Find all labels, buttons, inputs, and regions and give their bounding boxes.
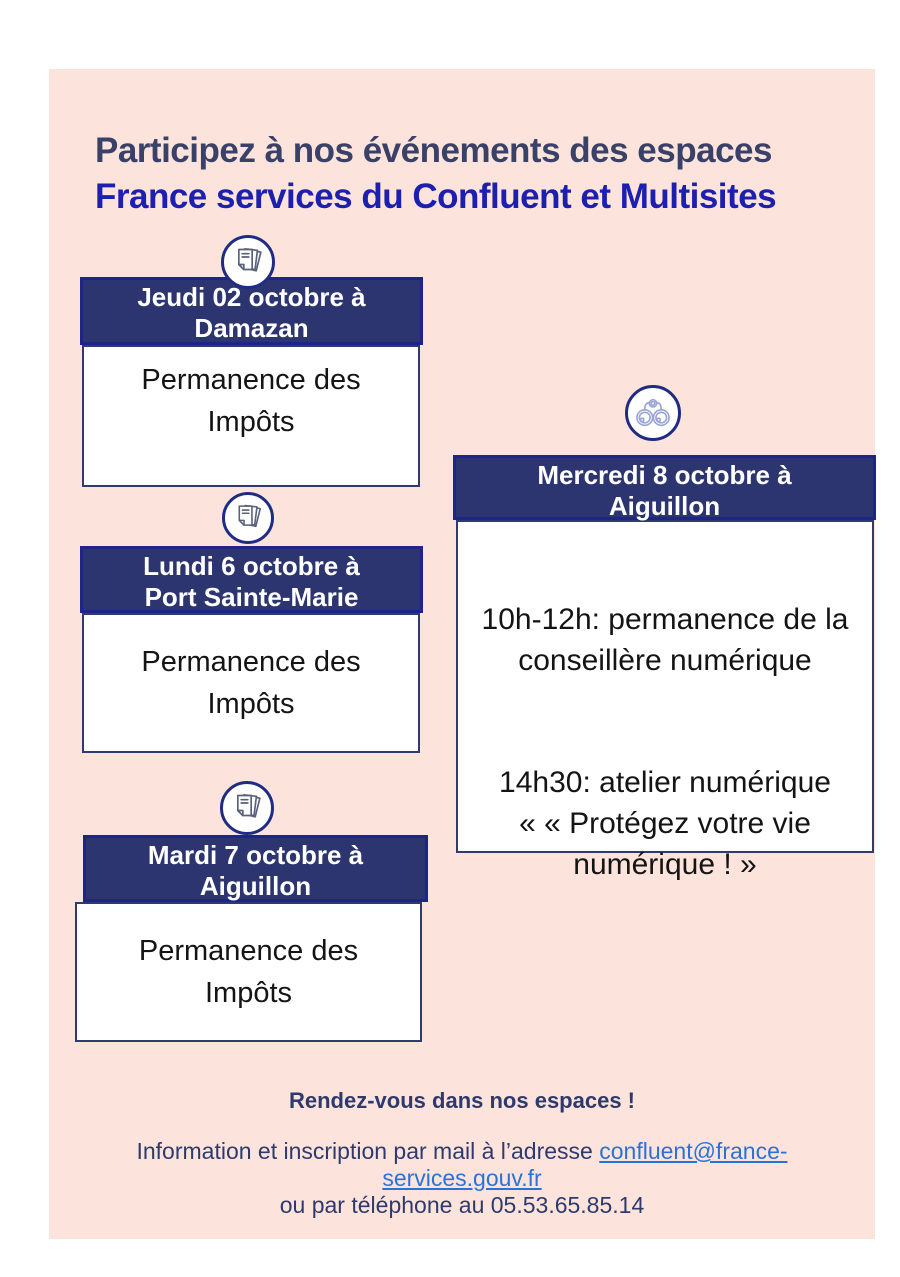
event-card-4-afternoon-slot: 14h30: atelier numérique « « Protégez vo… xyxy=(499,766,831,881)
email-link-part1[interactable]: confluent@france- xyxy=(599,1138,788,1164)
pages-icon xyxy=(222,492,274,544)
footer-heading: Rendez-vous dans nos espaces ! xyxy=(289,1088,635,1113)
event-card-4-date: Mercredi 8 octobre à Aiguillon xyxy=(453,455,876,521)
event-card-3-description: Permanence des Impôts xyxy=(75,902,422,1042)
page-title-line2: France services du Confluent et Multisit… xyxy=(95,177,777,216)
page-title-line1: Participez à nos événements des espaces xyxy=(95,131,772,170)
event-card-2-date: Lundi 6 octobre à Port Sainte-Marie xyxy=(80,546,423,613)
footer-info-text: Information et inscription par mail à l’… xyxy=(136,1138,600,1164)
pages-icon xyxy=(221,235,275,289)
binoculars-icon xyxy=(625,385,681,441)
pages-icon xyxy=(220,781,274,835)
event-card-4-morning-slot: 10h-12h: permanence de la conseillère nu… xyxy=(481,603,849,677)
event-card-3-date: Mardi 7 octobre à Aiguillon xyxy=(83,835,428,902)
footer-phone-text: ou par téléphone au 05.53.65.85.14 xyxy=(279,1192,645,1218)
page-title: Participez à nos événements des espaces … xyxy=(95,128,885,220)
email-link-part2[interactable]: services.gouv.fr xyxy=(382,1165,542,1191)
footer-info: Information et inscription par mail à l’… xyxy=(100,1138,824,1219)
event-card-1-description: Permanence des Impôts xyxy=(82,345,420,487)
event-card-4-description: 10h-12h: permanence de la conseillère nu… xyxy=(456,520,874,881)
event-card-2-description: Permanence des Impôts xyxy=(82,613,420,753)
event-card-1-date: Jeudi 02 octobre à Damazan xyxy=(80,277,423,345)
